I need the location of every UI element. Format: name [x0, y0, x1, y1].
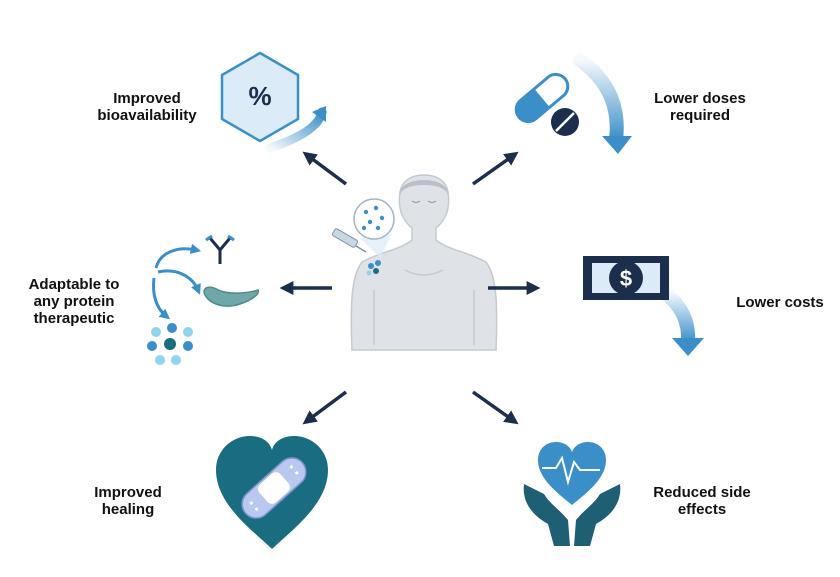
pills-icon [514, 53, 632, 154]
arrow-to-lower-doses [471, 151, 519, 186]
human-body-icon [350, 174, 498, 351]
arrow-to-bioavailability [302, 151, 348, 186]
arrow-to-healing [302, 390, 348, 425]
benefit-label-bioavailability: Improved bioavailability [97, 90, 197, 124]
percent-hexagon-icon: % [220, 51, 327, 153]
antibody-icon [205, 234, 235, 264]
benefit-label-side-effects: Reduced side effects [653, 484, 751, 518]
syringe-icon [331, 228, 367, 253]
particle-cluster-icon [147, 323, 193, 365]
protein-therapeutics-icon [147, 234, 260, 365]
benefit-label-lower-costs: Lower costs [736, 294, 824, 311]
heart-bandage-icon [216, 436, 328, 549]
benefit-label-healing: Improved healing [94, 484, 162, 518]
benefit-label-adaptable: Adaptable to any protein therapeutic [28, 276, 120, 327]
benefit-label-lower-doses: Lower doses required [654, 90, 746, 124]
percent-symbol: % [248, 81, 271, 111]
arrow-to-side-effects [471, 390, 519, 425]
banknote-icon: $ [583, 256, 704, 356]
dollar-symbol: $ [620, 266, 632, 291]
protein-blob-icon [203, 286, 260, 307]
hands-heart-icon [523, 442, 621, 546]
arrows [279, 151, 541, 425]
nanoparticle-magnifier-icon [353, 198, 395, 276]
